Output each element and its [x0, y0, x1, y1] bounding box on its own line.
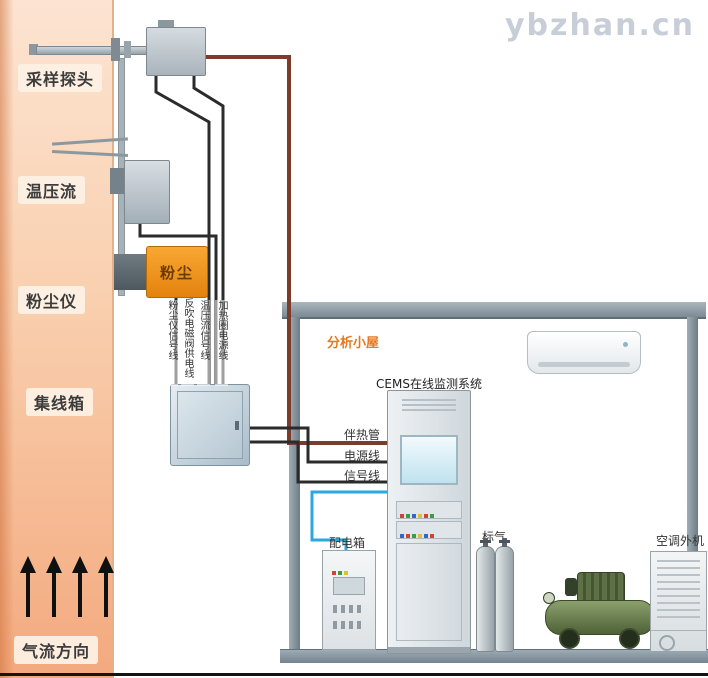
compressor-gauge — [543, 592, 555, 604]
distribution-box — [322, 550, 376, 650]
shed-roof — [282, 302, 706, 319]
cabinet-base — [388, 647, 470, 653]
air-compressor — [543, 572, 657, 652]
heat-trace-line — [204, 55, 389, 445]
compressor-motor-cap — [565, 578, 577, 596]
cabinet-module-strip-2 — [396, 521, 462, 539]
gas-cylinder — [476, 538, 495, 652]
sampling-probe-box — [146, 27, 206, 76]
cable-label-tpf-signal: 温压流信号线 — [197, 300, 210, 386]
junction-box-door — [177, 391, 243, 459]
cabinet-door — [396, 543, 462, 641]
junction-box-handle — [235, 421, 239, 430]
probe-tip — [29, 44, 38, 55]
junction-box — [170, 384, 250, 466]
cable-label-heater-power: 加热圈电源线 — [215, 300, 228, 386]
shed-left-post — [289, 317, 300, 651]
ac-outdoor-bottom-panel — [651, 630, 706, 651]
bottom-frame-line — [0, 673, 708, 676]
cabinet-module-strip-1 — [396, 501, 462, 519]
probe-box-nub — [158, 20, 174, 28]
dust-meter-text: 粉尘 — [159, 263, 194, 282]
up-arrow-icon — [20, 556, 36, 618]
label-airflow-direction: 气流方向 — [14, 636, 99, 664]
up-arrow-icon — [46, 556, 62, 618]
tpf-device-box — [124, 160, 170, 224]
watermark: ybzhan.cn — [505, 8, 695, 43]
compressor-wheel — [559, 628, 580, 649]
up-arrow-icon — [72, 556, 88, 618]
label-dust-meter: 粉尘仪 — [18, 286, 86, 314]
up-arrow-icon — [98, 556, 114, 618]
heater-power-cable — [192, 74, 225, 384]
label-junction-box: 集线箱 — [26, 388, 94, 416]
ac-outdoor-fan — [659, 635, 675, 651]
dust-meter-mount — [114, 254, 148, 290]
signal-line-label: 信号线 — [344, 469, 381, 483]
distribution-box-switch-row-2 — [333, 621, 363, 629]
ac-indoor-unit — [527, 331, 641, 374]
probe-flange — [111, 38, 120, 61]
gas-cylinder — [495, 538, 514, 652]
cable-label-solenoid-power: 反吹电磁阀供电线 — [181, 298, 194, 386]
label-temp-pressure-flow: 温压流 — [18, 176, 86, 204]
distribution-box-meter — [333, 577, 365, 595]
solenoid-power-cable — [154, 74, 211, 384]
ac-indoor-vent — [538, 362, 630, 367]
cylinder-valve-bar — [499, 540, 510, 543]
distribution-box-label: 配电箱 — [329, 536, 366, 550]
ac-outdoor-louvers — [657, 560, 700, 621]
shed-right-post — [687, 317, 698, 651]
chimney-left-shade — [0, 0, 14, 678]
ac-indoor-indicator — [623, 342, 628, 347]
cabinet-screen — [400, 435, 458, 485]
shed-title: 分析小屋 — [327, 336, 380, 351]
dust-meter-box: 粉尘 — [146, 246, 208, 298]
power-line-label: 电源线 — [344, 449, 381, 463]
probe-rod — [36, 46, 150, 55]
tpf-bracket — [110, 168, 126, 194]
heat-trace-label: 伴热管 — [344, 428, 381, 442]
ac-outdoor-label: 空调外机 — [656, 534, 705, 548]
blue-signal-line — [310, 490, 390, 554]
probe-flange-2 — [124, 41, 131, 58]
power-line — [246, 426, 389, 464]
chimney-wall-edge — [112, 0, 114, 678]
ac-outdoor-unit — [650, 551, 707, 652]
distribution-box-indicators — [331, 561, 349, 580]
compressor-wheel — [619, 628, 640, 649]
distribution-box-switch-row — [333, 605, 363, 613]
cems-cabinet — [387, 390, 471, 654]
cems-cabinet-title: CEMS在线监测系统 — [376, 377, 482, 391]
airflow-arrows — [20, 556, 114, 618]
cabinet-vent — [402, 399, 456, 411]
label-sampling-probe: 采样探头 — [18, 64, 103, 92]
cylinder-valve-bar — [480, 540, 491, 543]
signal-line — [246, 440, 389, 484]
cable-label-dust-signal: 粉尘仪信号线 — [165, 300, 178, 386]
